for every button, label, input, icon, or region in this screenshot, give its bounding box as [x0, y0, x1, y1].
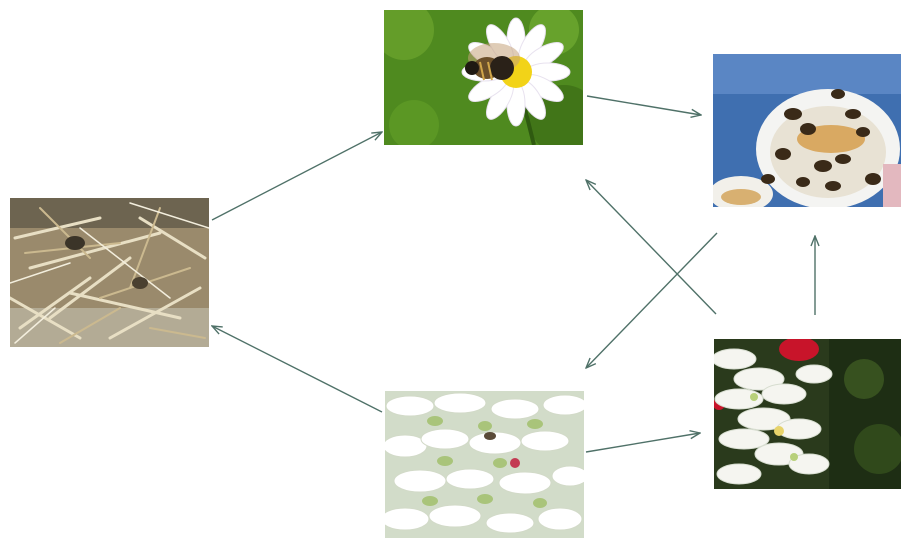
- white-flower-cluster-photo: [714, 339, 901, 489]
- white-flower-spike-photo: [385, 391, 584, 538]
- arrow-cup-to-spike: [586, 232, 718, 368]
- bee-on-daisy-photo: [384, 10, 583, 145]
- arrow-daisy-to-cup: [586, 95, 701, 115]
- dry-straw-litter-photo: [10, 198, 209, 347]
- arrow-spike-to-straw: [212, 326, 383, 413]
- arrow-flower-to-daisy: [586, 180, 717, 315]
- arrow-spike-to-flower: [585, 433, 700, 453]
- arrow-straw-to-daisy: [211, 132, 382, 221]
- bees-in-white-cup-photo: [713, 54, 901, 207]
